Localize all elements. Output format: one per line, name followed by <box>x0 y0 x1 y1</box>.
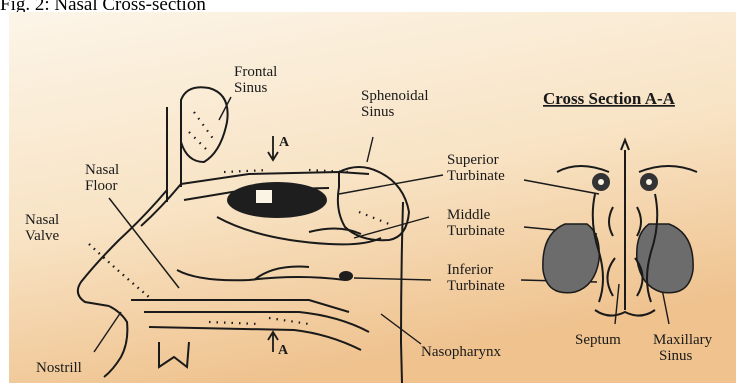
section-marker-top: A <box>279 135 290 150</box>
septum-label: Septum <box>575 332 621 348</box>
nasal-diagram: A A <box>9 12 736 383</box>
ethmoid-cell-right-hole <box>646 179 652 185</box>
middle-turbinate-label-2: Turbinate <box>447 223 505 239</box>
diagram-background <box>9 12 736 383</box>
middle-turbinate-label-1: Middle <box>447 207 491 223</box>
maxillary-sinus-label-2: Sinus <box>659 348 693 364</box>
cavity-highlight <box>256 190 272 203</box>
nasal-valve-label-2: Valve <box>25 228 59 244</box>
maxillary-sinus-right <box>637 224 693 293</box>
nasal-floor-label-2: Floor <box>85 178 118 194</box>
nasopharynx-label: Nasopharynx <box>421 344 501 360</box>
frontal-sinus-label-1: Frontal <box>234 64 277 80</box>
nasal-valve-label-1: Nasal <box>25 212 59 228</box>
superior-turbinate-label-2: Turbinate <box>447 168 505 184</box>
section-marker-bottom: A <box>278 343 289 358</box>
inferior-turbinate-label-1: Inferior <box>447 262 493 278</box>
nasal-floor-label-1: Nasal <box>85 162 119 178</box>
sphenoid-cavity <box>227 182 327 218</box>
maxillary-sinus-left <box>543 224 599 293</box>
superior-turbinate-label-1: Superior <box>447 152 499 168</box>
ethmoid-cell-left-hole <box>598 179 604 185</box>
inferior-turbinate-dot <box>339 271 353 281</box>
sphenoidal-sinus-label-1: Sphenoidal <box>361 88 429 104</box>
maxillary-sinus-label-1: Maxillary <box>653 332 713 348</box>
nostril-label: Nostrill <box>36 360 82 376</box>
cross-section-title: Cross Section A-A <box>543 89 676 108</box>
diagram-panel: A A <box>9 12 736 383</box>
sphenoidal-sinus-label-2: Sinus <box>361 104 395 120</box>
inferior-turbinate-label-2: Turbinate <box>447 278 505 294</box>
frontal-sinus-label-2: Sinus <box>234 80 268 96</box>
